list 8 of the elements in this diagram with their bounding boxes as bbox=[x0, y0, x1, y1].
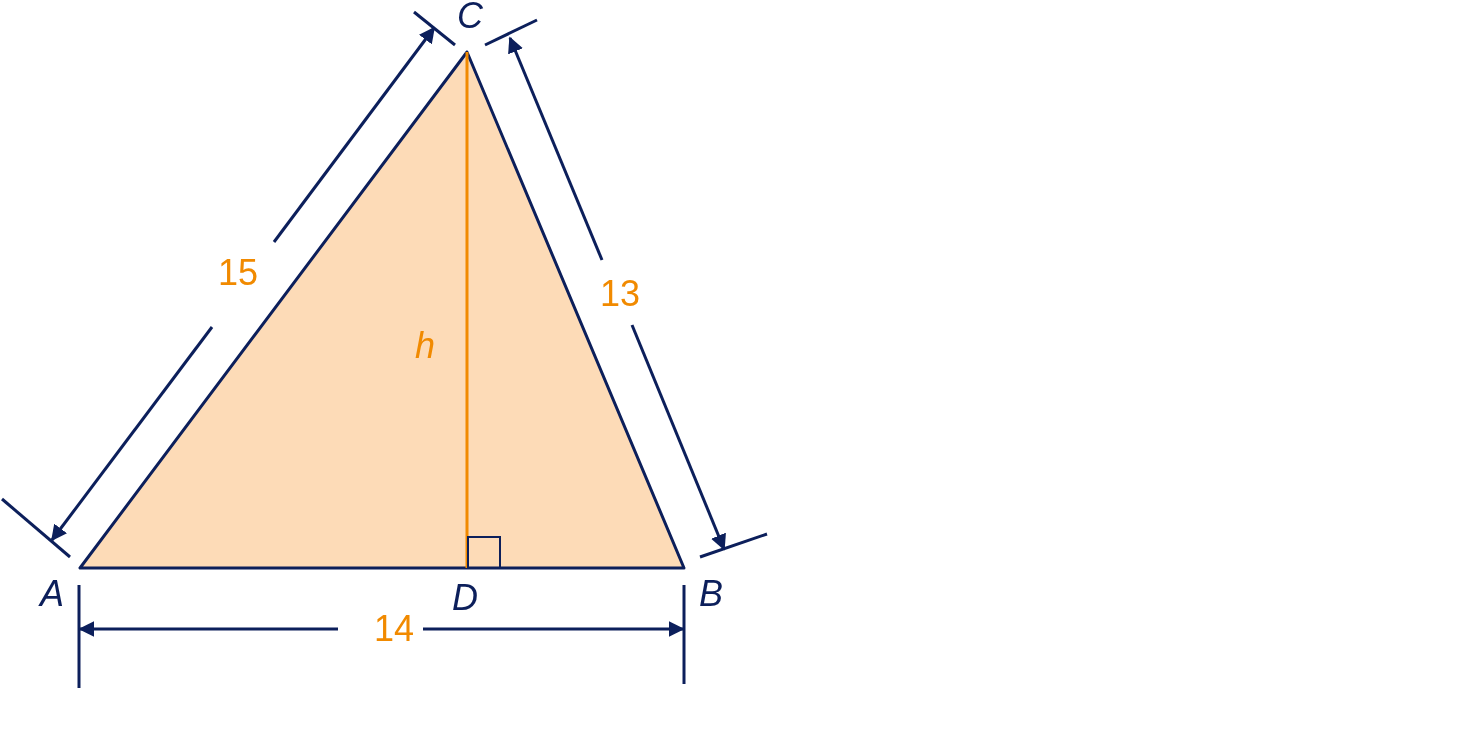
height-label: h bbox=[415, 328, 435, 364]
side-length-label: 14 bbox=[374, 611, 414, 647]
vertex-label: C bbox=[457, 0, 483, 34]
point-label: D bbox=[452, 580, 478, 616]
vertex-label: B bbox=[699, 576, 723, 612]
side-length-label: 15 bbox=[218, 255, 258, 291]
side-length-label: 13 bbox=[600, 276, 640, 312]
vertex-label: A bbox=[40, 576, 64, 612]
